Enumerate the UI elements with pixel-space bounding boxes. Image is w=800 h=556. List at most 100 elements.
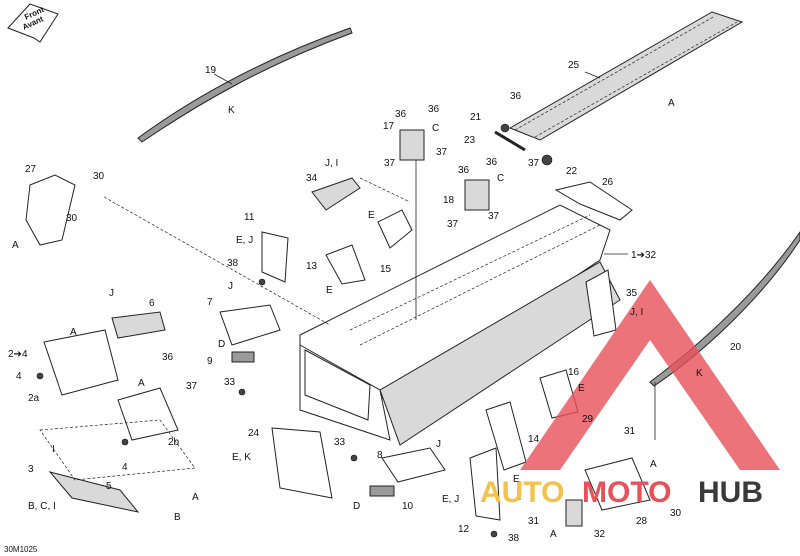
callout-2a: 2a — [28, 393, 40, 404]
part-24-panel — [271, 427, 333, 499]
callout-8: 8 — [377, 450, 383, 461]
callout-38: 38 — [508, 533, 520, 544]
callout-17: 17 — [383, 121, 395, 132]
callout-37: 37 — [528, 158, 540, 169]
callout-2b: 2b — [168, 437, 180, 448]
callout-25: 25 — [568, 60, 580, 71]
part-4-bolt-a — [36, 372, 44, 380]
callout-37: 37 — [186, 381, 198, 392]
callout-16: 16 — [568, 367, 580, 378]
part-19-strip — [137, 27, 353, 143]
part-21-clip — [500, 123, 510, 133]
callout-J: J — [228, 281, 233, 292]
callout-18: 18 — [443, 195, 455, 206]
callout-4: 4 — [16, 371, 22, 382]
part-25-rail — [508, 11, 744, 141]
callout-C: C — [432, 123, 439, 134]
part-17-bracket — [399, 129, 425, 161]
callout-30: 30 — [66, 213, 78, 224]
part-2a-bracket — [43, 329, 119, 396]
callout-28: 28 — [636, 516, 648, 527]
part-28-bracket — [584, 457, 651, 511]
callout-37: 37 — [447, 219, 459, 230]
callout-33: 33 — [334, 437, 346, 448]
callout-10: 10 — [402, 501, 414, 512]
callout-B: B — [174, 512, 181, 523]
callout-E-J: E, J — [442, 494, 459, 505]
callout-30: 30 — [670, 508, 682, 519]
part-15-bracket — [377, 209, 413, 249]
callout-J-I: J, I — [325, 158, 338, 169]
callout-36: 36 — [510, 91, 522, 102]
callout-J-I: J, I — [630, 307, 643, 318]
callout-9: 9 — [207, 356, 213, 367]
callout-20: 20 — [730, 342, 742, 353]
part-33-bolt-b — [350, 454, 358, 462]
callout-A: A — [12, 240, 19, 251]
callout-A: A — [550, 529, 557, 540]
callout-D: D — [218, 339, 225, 350]
callout-31: 31 — [624, 426, 636, 437]
drawing-code: 30M1025 — [4, 545, 38, 554]
callout-19: 19 — [205, 65, 217, 76]
callout-38: 38 — [227, 258, 239, 269]
callout-E: E — [326, 285, 333, 296]
callout-K: K — [228, 105, 235, 116]
callout-32: 32 — [594, 529, 606, 540]
callout-15: 15 — [380, 264, 392, 275]
callout-36: 36 — [458, 165, 470, 176]
callout-I: I — [52, 444, 55, 455]
main-tunnel — [299, 204, 621, 446]
part-10-block — [369, 485, 395, 497]
callout-21: 21 — [470, 112, 482, 123]
watermark-part3: HUB — [698, 476, 763, 509]
part-26-bracket — [554, 181, 633, 221]
watermark: AUTO MOTO HUB — [480, 280, 780, 509]
part-33-bolt-a — [238, 388, 246, 396]
callout-5: 5 — [106, 481, 112, 492]
callout-36: 36 — [395, 109, 407, 120]
part-13-bracket — [325, 244, 366, 285]
callout-34: 34 — [306, 173, 318, 184]
callout-E: E — [513, 474, 520, 485]
part-2b-bracket — [117, 387, 179, 441]
callout-37: 37 — [436, 147, 448, 158]
part-4-bolt-b — [121, 438, 129, 446]
callout-37: 37 — [488, 211, 500, 222]
part-9-block — [231, 351, 255, 363]
callout-30: 30 — [93, 171, 105, 182]
watermark-part2: MOTO — [582, 476, 671, 509]
callout-37: 37 — [384, 158, 396, 169]
callout-A: A — [70, 327, 77, 338]
callout-D: D — [353, 501, 360, 512]
callout-E-K: E, K — [232, 452, 251, 463]
callout-27: 27 — [25, 164, 37, 175]
part-5-panel — [39, 419, 196, 481]
part-12-bracket — [469, 447, 501, 521]
part-8-bracket — [381, 447, 446, 483]
part-23-rod — [494, 130, 526, 152]
part-27-bracket — [25, 174, 76, 246]
callout-3: 3 — [28, 464, 34, 475]
callout-J: J — [109, 288, 114, 299]
part-38-bolt-a — [258, 278, 266, 286]
callout-1-to-32: 1➔32 — [631, 250, 657, 261]
callout-29: 29 — [582, 414, 594, 425]
callout-13: 13 — [306, 261, 318, 272]
callout-26: 26 — [602, 177, 614, 188]
callout-A: A — [650, 459, 657, 470]
callout-E: E — [368, 210, 375, 221]
callout-11: 11 — [244, 212, 255, 223]
callout-22: 22 — [566, 166, 578, 177]
part-35-bracket — [585, 269, 617, 337]
callout-A: A — [668, 98, 675, 109]
callout-7: 7 — [207, 297, 213, 308]
part-7-bracket — [219, 304, 281, 346]
callout-36: 36 — [162, 352, 174, 363]
leader-lines — [103, 71, 656, 500]
callout-36: 36 — [486, 157, 498, 168]
callout-6: 6 — [149, 298, 155, 309]
part-6-plate — [111, 311, 166, 339]
part-38-bolt-b — [490, 530, 498, 538]
